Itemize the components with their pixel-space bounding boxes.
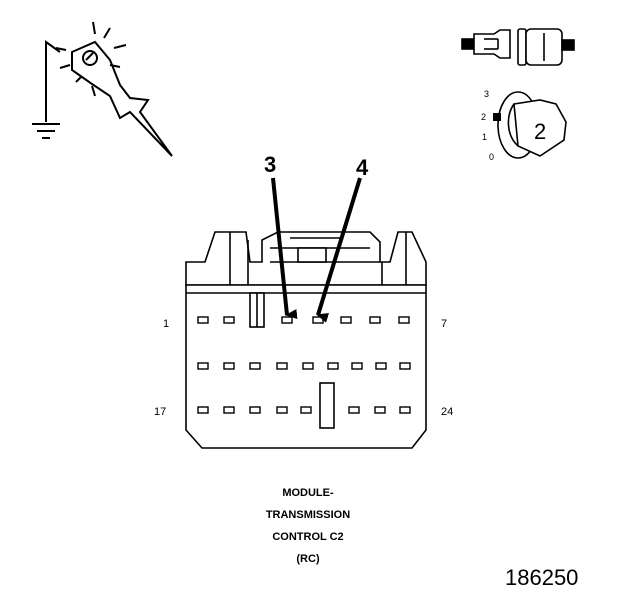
- connector-caption: MODULE- TRANSMISSION CONTROL C2 (RC): [208, 482, 408, 570]
- callout-label-4: 4: [356, 155, 369, 180]
- caption-line-3: CONTROL C2: [272, 531, 344, 543]
- caption-line-2: TRANSMISSION: [265, 509, 351, 521]
- pin-cavity: [399, 406, 411, 414]
- test-probe-icon: [32, 21, 173, 157]
- scale-label-3: 3: [484, 89, 489, 99]
- pin-cavity: [302, 362, 314, 370]
- pin-label-17: 17: [154, 406, 166, 418]
- pin-label-24: 24: [441, 406, 453, 418]
- connector-body: [185, 231, 427, 449]
- pin-cavity: [398, 316, 410, 324]
- callout-label-3: 3: [264, 152, 276, 177]
- scale-label-1: 1: [482, 132, 487, 142]
- terminal-icon: [461, 28, 575, 66]
- pin-cavity: [223, 362, 235, 370]
- pin-cavity: [249, 362, 261, 370]
- pin-cavity: [276, 406, 288, 414]
- pin-label-7: 7: [441, 318, 447, 330]
- pin-label-1: 1: [163, 318, 169, 330]
- pin-cavity: [374, 406, 386, 414]
- pin-cavity: [197, 362, 209, 370]
- pin-cavity: [300, 406, 312, 414]
- callout-arrow-3: [271, 177, 298, 319]
- pin-cavity: [375, 362, 387, 370]
- figure-id: 186250: [505, 565, 579, 590]
- pin-cavity: [249, 406, 261, 414]
- pin-cavity: [351, 362, 363, 370]
- pin-cavity: [348, 406, 360, 414]
- scale-label-2: 2: [481, 112, 486, 122]
- caption-line-4: (RC): [296, 553, 320, 565]
- position-number: 2: [534, 119, 546, 144]
- pin-cavity: [197, 316, 209, 324]
- pin-cavity: [223, 406, 235, 414]
- pin-cavity: [276, 362, 288, 370]
- pin-cavity: [327, 362, 339, 370]
- scale-label-0: 0: [489, 152, 494, 162]
- pin-cavity: [197, 406, 209, 414]
- pin-cavity: [312, 316, 324, 324]
- caption-line-1: MODULE-: [282, 487, 334, 499]
- pin-cavity: [399, 362, 411, 370]
- pin-cavity: [369, 316, 381, 324]
- pin-cavity: [223, 316, 235, 324]
- pin-cavity: [281, 316, 293, 324]
- callout-arrow-4: [316, 177, 362, 323]
- position-scale-icon: [493, 91, 567, 159]
- pin-cavity: [340, 316, 352, 324]
